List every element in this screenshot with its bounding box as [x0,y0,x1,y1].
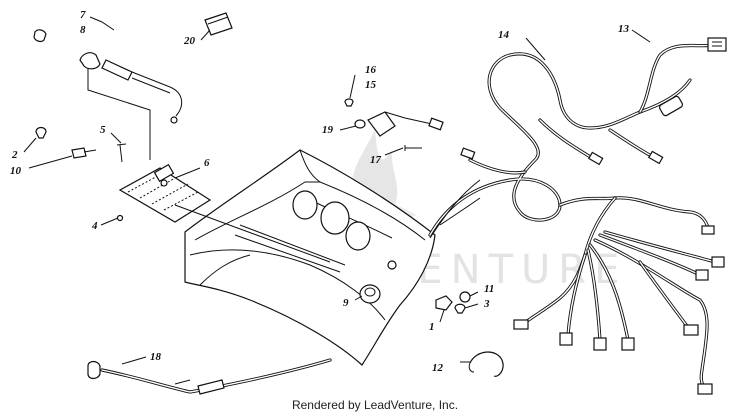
console-panel [184,149,436,366]
connector-13 [707,37,727,52]
wiring-harness-secondary [638,37,727,117]
callout-5: 5 [100,124,106,136]
connector-lower-6 [683,324,699,336]
gauge-opening-left [292,190,318,220]
gauge-opening-right [345,221,371,251]
washer-19 [354,119,366,129]
gauge-mount-plate [118,163,331,263]
leaders [23,16,651,365]
connector-lower-7 [695,269,709,281]
callout-6: 6 [204,157,210,169]
washer-11 [459,291,471,303]
callout-8: 8 [80,24,86,36]
connector-lower-4 [593,337,607,351]
nut-16 [344,98,354,107]
connector-lower-9 [697,383,713,395]
nut-3 [454,303,466,314]
inline-fuse [658,95,684,117]
wiring-harness-main [428,52,692,237]
gauge-opening-center [320,201,350,235]
callout-11: 11 [484,283,494,295]
callout-12: 12 [432,362,444,374]
speedometer-cable [429,179,481,239]
callout-18: 18 [150,351,162,363]
ring-terminal-right [197,379,225,395]
callout-3: 3 [483,298,490,310]
callout-1: 1 [429,321,435,333]
grommet [359,284,381,304]
ring-terminal-left [87,360,101,380]
connector-lower-2 [513,319,529,330]
rivet [35,126,47,139]
indicator-hole [387,260,397,270]
callout-20: 20 [183,35,196,47]
connector-lower-1 [701,225,715,235]
throttle-cable [33,29,183,160]
wire-tie [468,351,504,377]
callouts: 7 8 20 5 2 10 6 4 16 15 19 17 14 13 9 11… [10,9,630,374]
relay [367,111,444,137]
callout-13: 13 [618,23,630,35]
ground-wire [87,358,332,395]
bolt-head [71,147,87,159]
callout-14: 14 [498,29,510,41]
bolt-17 [404,145,422,151]
washer [116,214,124,222]
connector-lower-5 [621,337,635,351]
screw [116,143,127,163]
callout-2: 2 [11,149,18,161]
fasteners [35,98,471,314]
nut-1 [435,295,453,311]
callout-9: 9 [343,297,349,309]
connector-lower-3 [559,332,573,346]
callout-7: 7 [80,9,86,21]
callout-10: 10 [10,165,22,177]
plug [204,12,233,36]
callout-16: 16 [365,64,377,76]
callout-4: 4 [91,220,98,232]
footer-credit: Rendered by LeadVenture, Inc. [291,398,459,412]
callout-15: 15 [365,79,377,91]
connector-lower-8 [711,256,725,268]
wiring-harness-lower [513,196,725,395]
callout-19: 19 [322,124,334,136]
callout-17: 17 [370,154,382,166]
